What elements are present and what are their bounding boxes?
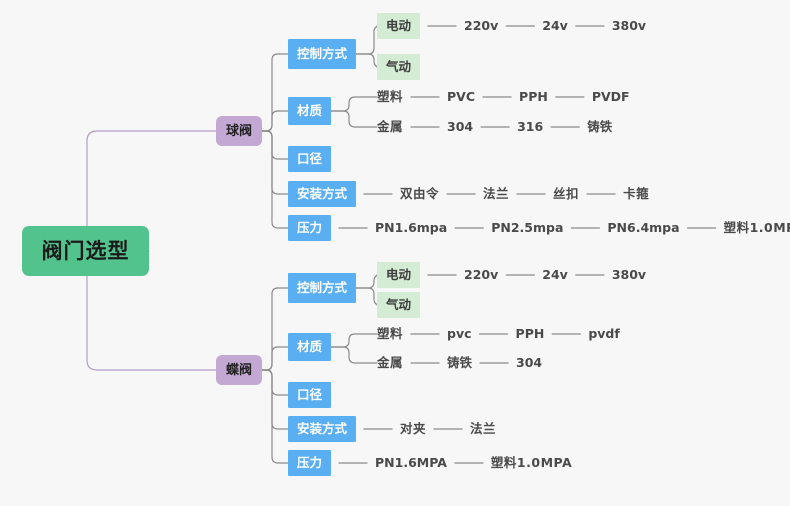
leaf-node-1-1-0-1[interactable]: PPH (515, 325, 545, 341)
leaf-node-1-1-0-2[interactable]: pvdf (588, 325, 620, 341)
attribute-node-0-4[interactable]: 压力 (288, 215, 332, 241)
sub-node-0-1-1[interactable]: 金属 (377, 118, 404, 134)
leaf-node-0-3-3[interactable]: 卡箍 (623, 185, 650, 201)
leaf-node-1-4-1[interactable]: 塑料1.0MPA (490, 454, 573, 470)
sub-node-1-1-1[interactable]: 金属 (377, 354, 404, 370)
sub-node-0-0-1[interactable]: 气动 (377, 54, 421, 80)
attribute-node-1-2[interactable]: 口径 (288, 382, 332, 408)
attribute-node-0-3[interactable]: 安装方式 (288, 181, 357, 207)
sub-node-1-0-1[interactable]: 气动 (377, 292, 421, 318)
attribute-node-1-0[interactable]: 控制方式 (288, 273, 357, 303)
sub-node-0-1-0[interactable]: 塑料 (377, 88, 404, 104)
leaf-node-1-0-0-1[interactable]: 24v (542, 266, 568, 282)
leaf-node-0-4-3[interactable]: 塑料1.0MPA (723, 219, 790, 235)
leaf-node-0-3-0[interactable]: 双由令 (400, 185, 440, 201)
attribute-node-0-1[interactable]: 材质 (288, 97, 332, 125)
leaf-node-0-1-1-1[interactable]: 316 (517, 118, 544, 134)
leaf-node-1-1-1-0[interactable]: 铸铁 (447, 354, 473, 370)
leaf-node-0-1-0-2[interactable]: PVDF (591, 88, 630, 104)
leaf-node-1-1-1-1[interactable]: 304 (516, 354, 543, 370)
leaf-node-0-0-0-1[interactable]: 24v (542, 17, 568, 33)
attribute-node-1-1[interactable]: 材质 (288, 333, 332, 361)
leaf-node-0-1-1-2[interactable]: 铸铁 (587, 118, 613, 134)
root-node[interactable]: 阀门选型 (22, 226, 149, 276)
leaf-node-0-1-0-1[interactable]: PPH (519, 88, 548, 104)
leaf-node-1-1-0-0[interactable]: pvc (447, 325, 472, 341)
leaf-node-0-4-2[interactable]: PN6.4mpa (607, 219, 680, 235)
attribute-node-0-2[interactable]: 口径 (288, 146, 332, 172)
leaf-node-0-1-0-0[interactable]: PVC (447, 88, 476, 104)
branch-node-1[interactable]: 蝶阀 (216, 355, 262, 385)
leaf-node-0-0-0-2[interactable]: 380v (611, 17, 647, 33)
leaf-node-0-0-0-0[interactable]: 220v (464, 17, 499, 33)
leaf-node-0-4-1[interactable]: PN2.5mpa (491, 219, 564, 235)
leaf-node-1-3-1[interactable]: 法兰 (470, 420, 497, 436)
leaf-node-0-3-2[interactable]: 丝扣 (553, 185, 580, 201)
attribute-node-1-4[interactable]: 压力 (288, 450, 332, 476)
leaf-node-1-3-0[interactable]: 对夹 (400, 420, 427, 436)
leaf-node-0-1-1-0[interactable]: 304 (447, 118, 474, 134)
sub-node-1-1-0[interactable]: 塑料 (377, 325, 404, 341)
leaf-node-1-0-0-0[interactable]: 220v (464, 266, 499, 282)
attribute-node-1-3[interactable]: 安装方式 (288, 416, 357, 442)
branch-node-0[interactable]: 球阀 (216, 116, 262, 146)
leaf-node-1-0-0-2[interactable]: 380v (611, 266, 647, 282)
attribute-node-0-0[interactable]: 控制方式 (288, 39, 357, 69)
leaf-node-1-4-0[interactable]: PN1.6MPA (375, 454, 447, 470)
sub-node-0-0-0[interactable]: 电动 (377, 13, 421, 39)
sub-node-1-0-0[interactable]: 电动 (377, 262, 421, 288)
leaf-node-0-4-0[interactable]: PN1.6mpa (375, 219, 448, 235)
leaf-node-0-3-1[interactable]: 法兰 (483, 185, 510, 201)
